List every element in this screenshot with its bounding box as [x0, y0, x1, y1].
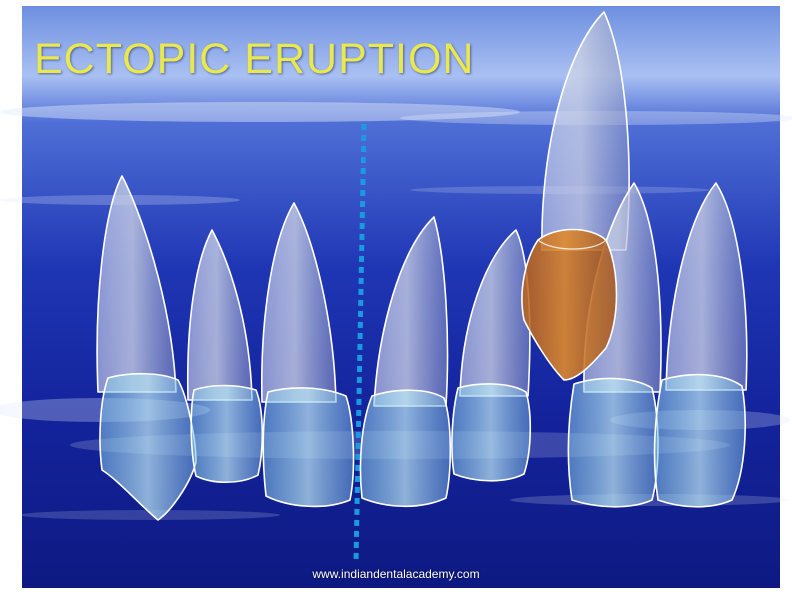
footer-website: www.indiandentalacademy.com	[0, 567, 792, 581]
slide-title: ECTOPIC ERUPTION	[34, 38, 474, 81]
